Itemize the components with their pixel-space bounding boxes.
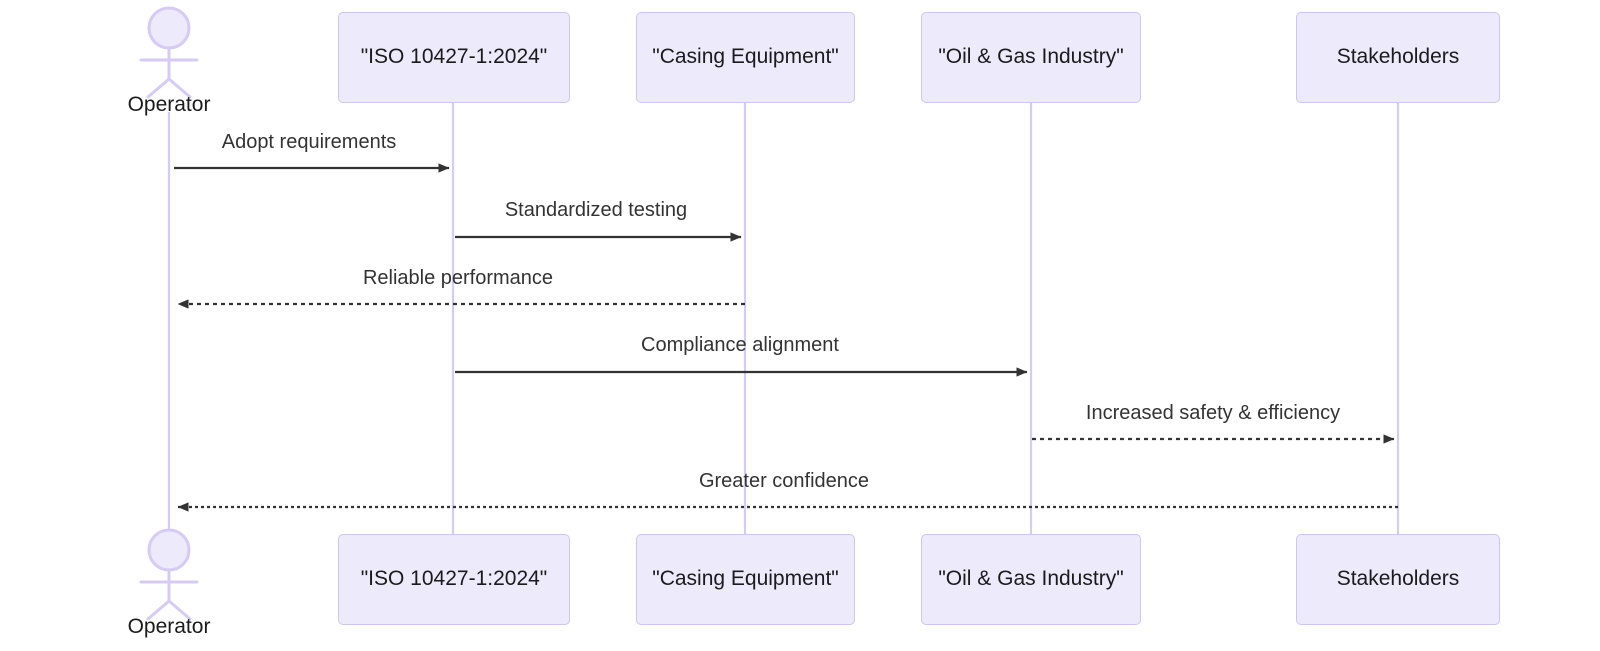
actor-stick-figure-icon-top (139, 6, 199, 99)
lifelines-group (167, 102, 1400, 546)
participant-label-iso-bottom: "ISO 10427-1:2024" (360, 567, 548, 591)
message-label-standardized-testing: Standardized testing (504, 199, 688, 221)
participant-label-stakeholders-top: Stakeholders (1336, 45, 1460, 69)
message-label-compliance-alignment: Compliance alignment (641, 334, 839, 356)
participant-box-industry-bottom[interactable]: "Oil & Gas Industry" (921, 534, 1141, 625)
participant-box-industry-top[interactable]: "Oil & Gas Industry" (921, 12, 1141, 103)
messages-group (174, 163, 1398, 512)
message-label-reliable-performance: Reliable performance (362, 267, 554, 289)
participant-label-casing-top: "Casing Equipment" (652, 45, 839, 69)
participant-label-industry-top: "Oil & Gas Industry" (938, 45, 1124, 69)
participant-label-casing-bottom: "Casing Equipment" (652, 567, 839, 591)
actor-label-operator-bottom: Operator (127, 615, 211, 638)
participant-box-iso-bottom[interactable]: "ISO 10427-1:2024" (338, 534, 570, 625)
participant-label-stakeholders-bottom: Stakeholders (1336, 567, 1460, 591)
participant-box-iso-top[interactable]: "ISO 10427-1:2024" (338, 12, 570, 103)
message-label-adopt-requirements: Adopt requirements (221, 131, 397, 153)
actor-stick-figure-icon-bottom (139, 528, 199, 621)
message-label-increased-safety-efficiency: Increased safety & efficiency (1085, 402, 1341, 424)
participant-box-casing-top[interactable]: "Casing Equipment" (636, 12, 855, 103)
participant-label-industry-bottom: "Oil & Gas Industry" (938, 567, 1124, 591)
participant-box-stakeholders-bottom[interactable]: Stakeholders (1296, 534, 1500, 625)
message-label-greater-confidence: Greater confidence (698, 470, 870, 492)
participant-box-stakeholders-top[interactable]: Stakeholders (1296, 12, 1500, 103)
participant-label-iso-top: "ISO 10427-1:2024" (360, 45, 548, 69)
participant-box-casing-bottom[interactable]: "Casing Equipment" (636, 534, 855, 625)
actor-label-operator-top: Operator (127, 93, 211, 116)
